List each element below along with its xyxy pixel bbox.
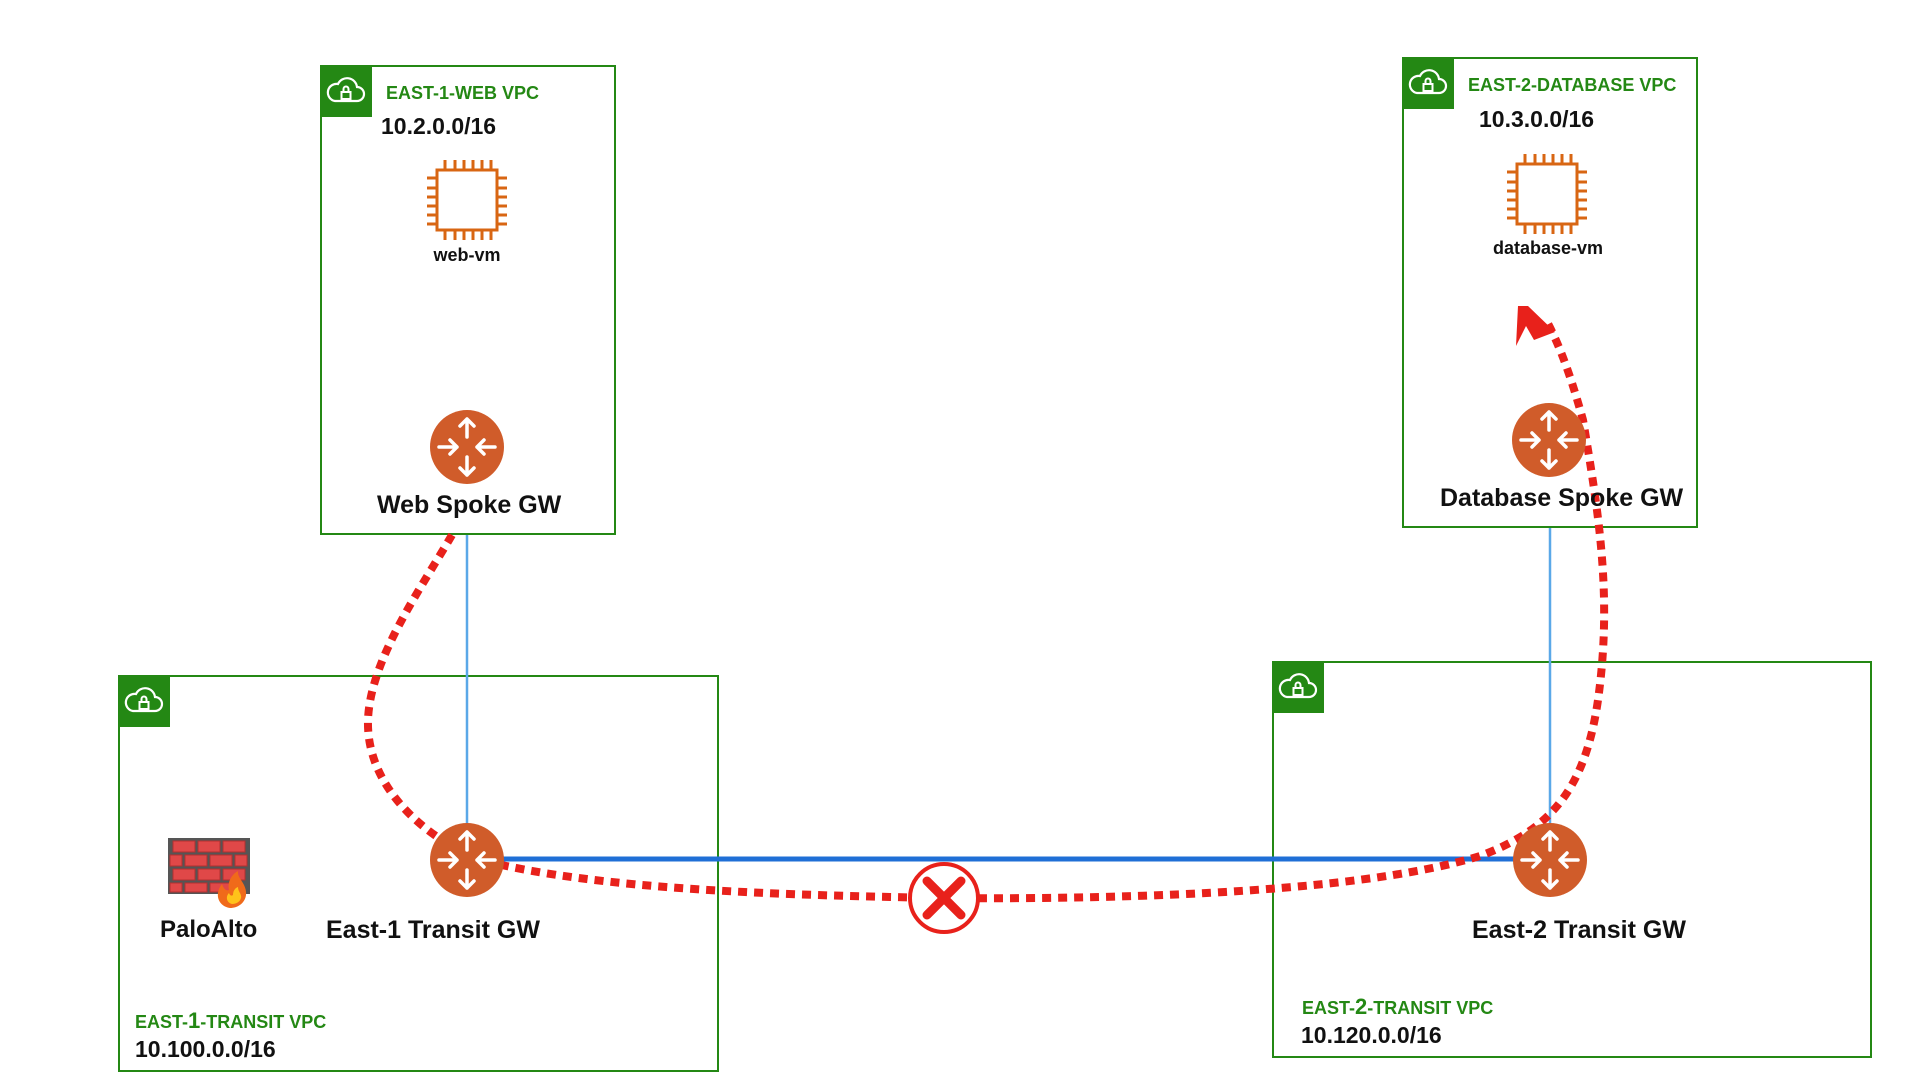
vpc-east2-database: EAST-2-DATABASE VPC 10.3.0.0/16 (1402, 57, 1698, 528)
vpc-cidr: 10.3.0.0/16 (1479, 106, 1595, 132)
vpc-east2-transit: EAST-2-TRANSIT VPC 10.120.0.0/16 (1272, 661, 1872, 1058)
vpc-cloud-icon (118, 675, 170, 727)
ec2-instance-icon (1507, 154, 1587, 234)
vpc-east1-web: EAST-1-WEB VPC 10.2.0.0/16 (320, 65, 616, 535)
ec2-instance-icon (427, 160, 507, 240)
vpc-cloud-icon (1272, 661, 1324, 713)
vpc-cloud-icon (320, 65, 372, 117)
east1-transit-gw-label: East-1 Transit GW (326, 916, 540, 944)
vpc-cidr: 10.2.0.0/16 (381, 113, 497, 139)
blocked-x-icon (908, 862, 980, 934)
vpc-name: EAST-1-TRANSIT VPC (135, 1008, 327, 1033)
web-spoke-gw-label: Web Spoke GW (377, 491, 562, 519)
firewall-icon (168, 838, 250, 908)
router-icon (430, 410, 504, 484)
router-icon (1513, 823, 1587, 897)
database-spoke-gw-label: Database Spoke GW (1440, 484, 1684, 512)
web-vm-label: web-vm (433, 245, 501, 265)
vpc-name: EAST-1-WEB VPC (386, 83, 540, 103)
vpc-cidr: 10.120.0.0/16 (1301, 1022, 1442, 1048)
router-icon (1512, 403, 1586, 477)
vpc-east1-transit: EAST-1-TRANSIT VPC 10.100.0.0/16 (118, 675, 719, 1072)
east2-transit-gw-label: East-2 Transit GW (1472, 916, 1686, 944)
vpc-cidr: 10.100.0.0/16 (135, 1036, 276, 1062)
paloalto-label: PaloAlto (160, 916, 258, 943)
traffic-path-arrowhead-icon (1516, 306, 1555, 346)
router-icon (430, 823, 504, 897)
vpc-cloud-icon (1402, 57, 1454, 109)
vpc-name: EAST-2-TRANSIT VPC (1302, 994, 1494, 1019)
database-vm-label: database-vm (1492, 238, 1604, 258)
traffic-path (363, 316, 1609, 903)
vpc-name: EAST-2-DATABASE VPC (1468, 75, 1677, 95)
